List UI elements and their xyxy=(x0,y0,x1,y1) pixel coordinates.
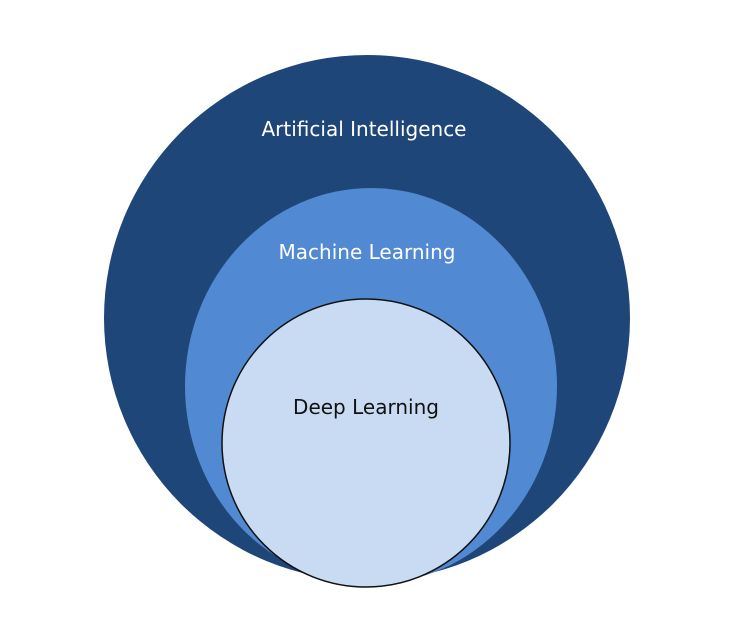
ai-label: Artificial Intelligence xyxy=(262,117,467,141)
dl-circle xyxy=(221,298,511,588)
dl-label: Deep Learning xyxy=(293,395,439,419)
dl-circle-group: Deep Learning xyxy=(221,298,511,588)
ml-label: Machine Learning xyxy=(279,240,456,264)
